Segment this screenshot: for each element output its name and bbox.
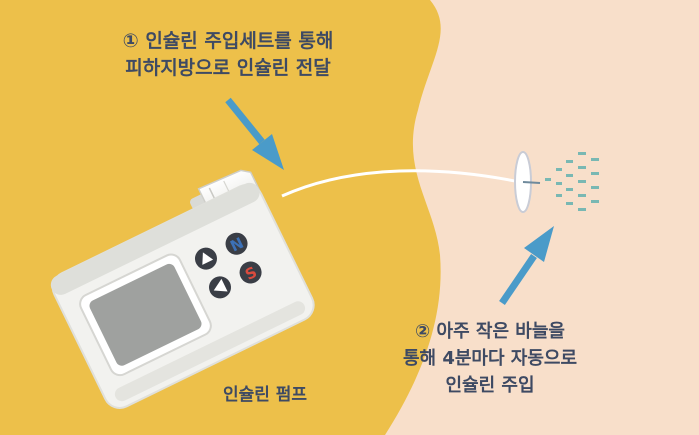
pump-screen: [89, 263, 202, 366]
caption-step-2-line-3: 인슐린 주입: [445, 375, 535, 396]
arrow-down-to-connector: [225, 97, 284, 170]
pump-label: 인슐린 펌프: [222, 385, 308, 405]
triangle-up-icon: [202, 252, 214, 265]
cannula-needle: [522, 181, 541, 184]
triangle-left-icon: [213, 278, 228, 292]
caption-step-2: ② 아주 작은 바늘을 통해 4분마다 자동으로 인슐린 주입: [345, 318, 635, 399]
caption-step-2-line-2: 통해 4분마다 자동으로: [402, 348, 578, 369]
caption-step-1: ① 인슐린 주입세트를 통해 피하지방으로 인슐린 전달: [78, 28, 378, 82]
skin-area: [385, 0, 699, 435]
pump-button-n: [225, 232, 248, 255]
caption-step-1-line-2: 피하지방으로 인슐린 전달: [125, 57, 331, 79]
insulin-pump: N S: [50, 169, 315, 409]
insulin-spray: [545, 152, 599, 211]
caption-step-1-line-1: ① 인슐린 주입세트를 통해: [122, 30, 334, 52]
pump-button-s: [239, 261, 262, 284]
infusion-tube: [281, 169, 521, 198]
arrow-up-to-needle: [499, 226, 554, 305]
caption-step-2-line-1: ② 아주 작은 바늘을: [415, 321, 565, 342]
